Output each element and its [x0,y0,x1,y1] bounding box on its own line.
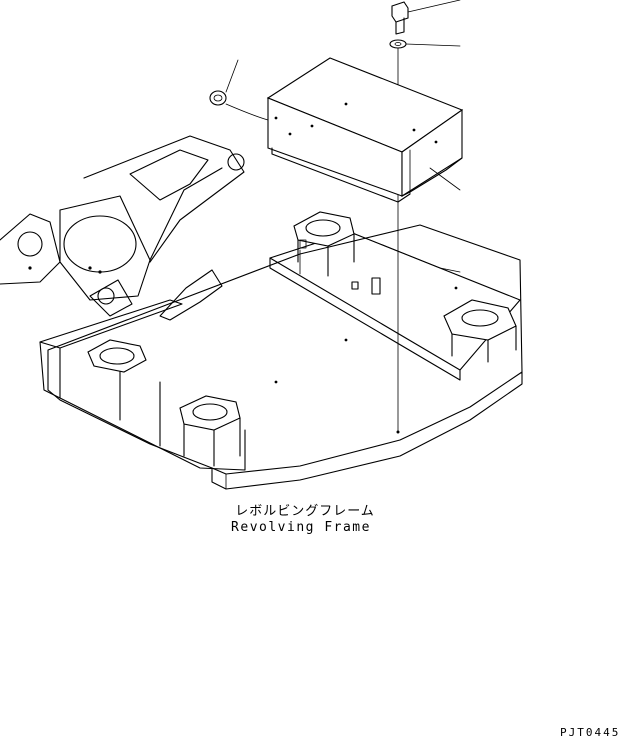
grommet-part [209,59,269,121]
mounting-point [396,430,400,434]
mount-pad-front-right [179,395,241,467]
mount-pad-rear-left [293,211,355,277]
washer-part [389,39,461,49]
platform-fittings [274,277,458,384]
mount-pad-rear-right [443,299,517,363]
caption-japanese: レボルビングフレーム [235,504,375,519]
figure-code: PJT0445 [560,726,621,739]
box-cover-part [266,57,464,203]
bolt-part [391,0,461,35]
caption-english: Revolving Frame [231,520,371,535]
front-cross-member [39,299,246,471]
mount-pad-front-left [87,339,147,373]
boom-mount [0,135,245,321]
